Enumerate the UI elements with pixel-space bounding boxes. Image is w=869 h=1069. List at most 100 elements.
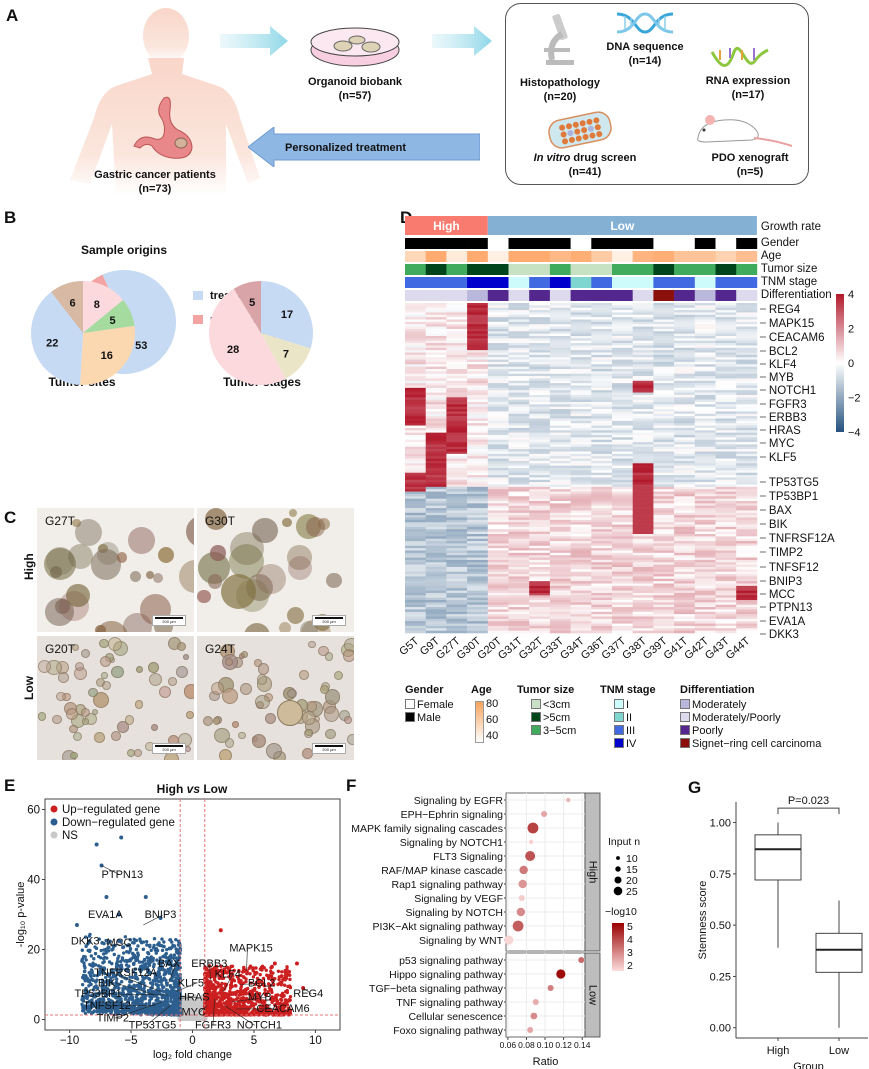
heatmap-cell <box>591 625 613 629</box>
heatmap-cell <box>405 496 426 499</box>
gene-label: PTPN13 <box>769 602 812 614</box>
heatmap-cell <box>570 574 592 577</box>
heatmap-cell <box>487 519 509 523</box>
heatmap-cell <box>715 567 737 570</box>
heatmap-cell <box>549 614 571 617</box>
heatmap-cell <box>612 364 633 367</box>
heatmap-cell <box>405 522 426 525</box>
heatmap-cell <box>674 385 696 389</box>
heatmap-cell <box>591 493 613 497</box>
heatmap-cell <box>736 510 758 514</box>
heatmap-cell <box>591 364 613 367</box>
heatmap-cell <box>570 510 592 514</box>
heatmap-cell <box>425 420 447 424</box>
heatmap-cell <box>674 597 696 601</box>
heatmap-cell <box>653 496 675 499</box>
heatmap-cell <box>405 314 426 318</box>
down-point <box>93 994 98 998</box>
heatmap-cell <box>694 531 716 535</box>
heatmap-cell <box>467 628 489 631</box>
heatmap-cell <box>570 555 592 558</box>
patients-caption: Gastric cancer patients (n=73) <box>40 168 270 196</box>
organoid <box>148 662 160 673</box>
heatmap-cell <box>467 343 489 346</box>
heatmap-cell <box>549 522 571 525</box>
heatmap-cell <box>674 543 696 547</box>
heatmap-cell <box>632 468 654 471</box>
heatmap-cell <box>694 602 716 606</box>
heatmap-cell <box>487 503 509 507</box>
heatmap-cell <box>508 324 530 327</box>
assays-box <box>505 3 809 185</box>
heatmap-cell <box>425 519 447 523</box>
heatmap-cell <box>736 444 758 448</box>
organoid <box>134 749 142 757</box>
heatmap-cell <box>529 486 551 490</box>
heatmap-cell <box>446 446 468 450</box>
heatmap-cell <box>425 583 447 587</box>
heatmap-cell <box>425 319 447 323</box>
organoid <box>342 649 354 662</box>
heatmap-cell <box>736 326 758 330</box>
heatmap-cell <box>508 564 530 568</box>
heatmap-cell <box>405 361 426 365</box>
heatmap-cell <box>674 451 696 455</box>
heatmap-cell <box>405 317 426 320</box>
heatmap-cell <box>446 350 468 353</box>
heatmap-cell <box>612 545 633 549</box>
heatmap-cell <box>591 456 613 459</box>
heatmap-cell <box>653 369 675 372</box>
heatmap-cell <box>529 390 551 393</box>
heatmap-cell <box>591 390 613 393</box>
heatmap-cell <box>674 576 696 580</box>
heatmap-cell <box>736 420 758 424</box>
heatmap-cell <box>467 397 489 400</box>
heatmap-cell <box>508 616 530 620</box>
heatmap-cell <box>591 550 613 554</box>
heatmap-cell <box>694 409 716 412</box>
heatmap-cell <box>549 482 571 485</box>
heatmap-cell <box>612 538 633 542</box>
heatmap-cell <box>653 439 675 443</box>
heatmap-cell <box>653 531 675 535</box>
heatmap-cell <box>694 529 716 532</box>
annotation-age-cell <box>591 251 613 262</box>
heatmap-cell <box>405 536 426 540</box>
heatmap-cell <box>446 425 468 429</box>
heatmap-cell <box>591 468 613 471</box>
heatmap-cell <box>715 416 737 419</box>
gene-label: TP53BP1 <box>769 491 818 503</box>
legend-item: >5cm <box>517 712 576 725</box>
down-point <box>88 973 93 978</box>
heatmap-cell <box>405 581 426 584</box>
down-point <box>128 947 133 951</box>
heatmap-cell <box>446 489 468 492</box>
heatmap-cell <box>446 526 468 530</box>
organoid <box>238 731 246 740</box>
heatmap-cell <box>529 366 551 370</box>
heatmap-cell <box>405 328 426 332</box>
heatmap-cell <box>632 552 654 556</box>
heatmap-cell <box>570 468 592 471</box>
heatmap-cell <box>715 550 737 554</box>
pie-value-label: 22 <box>46 338 58 350</box>
heatmap-cell <box>612 409 633 412</box>
heatmap-cell <box>405 468 426 471</box>
down-point <box>140 999 144 1004</box>
heatmap-cell <box>632 574 654 577</box>
down-point <box>150 982 155 987</box>
annotation-tnm-stage-cell <box>591 277 613 288</box>
heatmap-cell <box>694 468 716 471</box>
heatmap-cell <box>529 482 551 485</box>
heatmap-cell <box>612 564 633 568</box>
heatmap-cell <box>508 628 530 631</box>
heatmap-cell <box>405 303 426 306</box>
down-point <box>84 1006 89 1010</box>
colorbar <box>836 294 844 432</box>
heatmap-cell <box>715 581 737 584</box>
heatmap-cell <box>591 458 613 462</box>
heatmap-cell <box>674 519 696 523</box>
heatmap-cell <box>736 463 758 466</box>
heatmap-cell <box>529 628 551 631</box>
